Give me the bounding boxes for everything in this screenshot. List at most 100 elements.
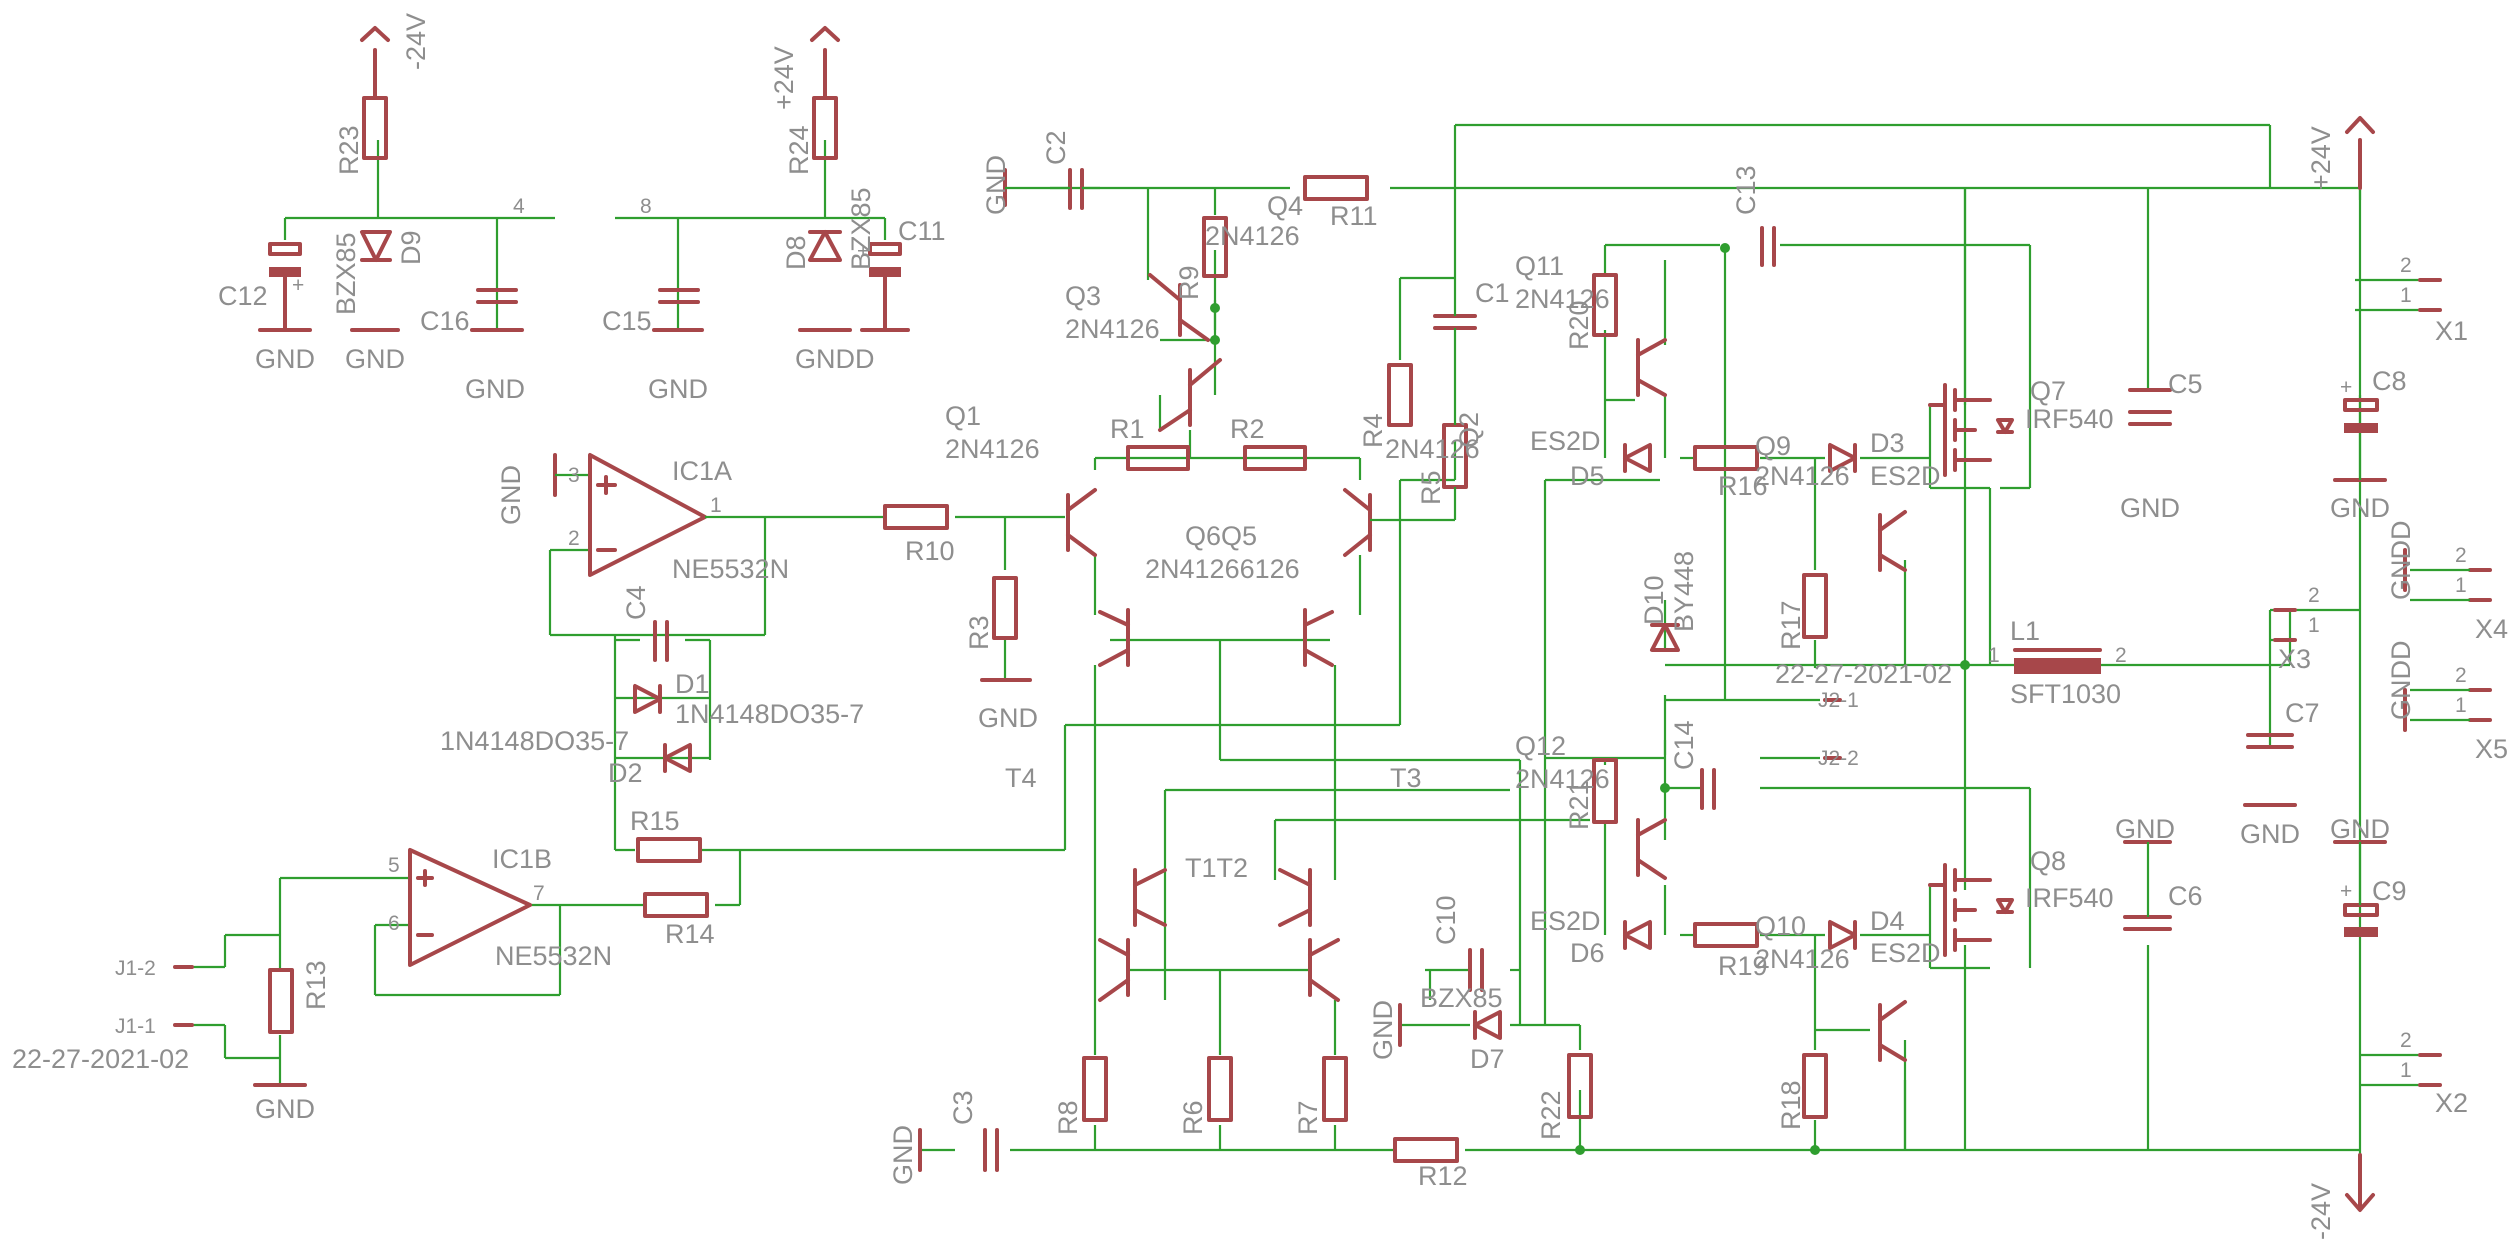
label-c6: C6 [2168, 881, 2203, 911]
label-c4: C4 [621, 585, 651, 620]
label-1n4148-d1: 1N4148DO35-7 [675, 699, 864, 729]
label-q11: Q11 [1515, 251, 1564, 281]
transistor-icon [1098, 608, 1130, 667]
inductor-icon [2014, 658, 2101, 674]
label-q3: Q3 [1065, 281, 1101, 311]
label-q1: Q1 [945, 401, 981, 431]
label-r1: R1 [1110, 414, 1145, 444]
label-ic1a: IC1A [672, 456, 732, 486]
label-d8: D8 [781, 235, 811, 270]
label-d1: D1 [675, 669, 710, 699]
label-l1: L1 [2010, 616, 2040, 646]
label-bzx85-d8: BZX85 [846, 187, 876, 270]
label-q10: Q10 [1755, 911, 1806, 941]
label-gnd-c6: GND [2115, 814, 2175, 844]
opamp-icon [408, 848, 532, 967]
opamp-icon [588, 453, 707, 577]
label-2n4126-q4: 2N4126 [1205, 221, 1300, 251]
label-bzx85-d7: BZX85 [1420, 983, 1503, 1013]
label-es2d-d6: ES2D [1530, 906, 1601, 936]
label-r22: R22 [1536, 1090, 1566, 1140]
capacitor-icon [268, 242, 302, 256]
label-x3-pin-1: 1 [2308, 614, 2320, 637]
label-date-r17: 22-27-2021-02 [1775, 659, 1952, 689]
label-t3: T3 [1390, 763, 1422, 793]
label-plus-c11: + [857, 240, 869, 263]
label-x2-pin-1: 1 [2400, 1059, 2412, 1082]
label-2n4126-q2: 2N4126 [1385, 434, 1480, 464]
supply-arrow-icon [810, 26, 840, 92]
label-q2: Q2 [1454, 412, 1484, 448]
label-j2-2: J2-2 [1818, 747, 1859, 770]
label-q8: Q8 [2030, 846, 2066, 876]
label-j2-1: J2-1 [1818, 689, 1859, 712]
label-neg24-bottom: -24V [2306, 1183, 2336, 1240]
label-pin-2: 2 [568, 527, 580, 550]
label-x2: X2 [2435, 1088, 2468, 1118]
label-es2d-d3: ES2D [1870, 461, 1941, 491]
label-r4: R4 [1358, 413, 1388, 448]
label-r8: R8 [1053, 1100, 1083, 1135]
label-c5: C5 [2168, 369, 2203, 399]
label-q7: Q7 [2030, 376, 2066, 406]
label-pin-7: 7 [533, 882, 545, 905]
label-r11: R11 [1330, 201, 1378, 231]
label-gnd-c2: GND [981, 155, 1011, 215]
transistor-icon [1636, 818, 1667, 880]
label-x4: X4 [2475, 614, 2508, 644]
label-pos24-right: +24V [2306, 126, 2336, 190]
label-c13: C13 [1731, 165, 1761, 215]
label-ne5532n-a: NE5532N [672, 554, 789, 584]
label-plus-c8: + [2340, 376, 2352, 399]
mosfet-icon [1928, 383, 1992, 477]
label-t1t2: T1T2 [1185, 853, 1248, 883]
label-r12: R12 [1418, 1161, 1468, 1191]
diode-icon [808, 230, 842, 262]
junctions [1210, 243, 1970, 1155]
label-r7: R7 [1293, 1100, 1323, 1135]
label-gnd-c3: GND [888, 1125, 918, 1185]
label-x4-pin-2: 2 [2455, 544, 2467, 567]
label-bzx85-d9: BZX85 [331, 232, 361, 315]
label-pin-l1-1: 1 [1988, 644, 2000, 667]
label-r13: R13 [301, 960, 331, 1010]
label-q12: Q12 [1515, 731, 1566, 761]
label-pin-5: 5 [388, 854, 400, 877]
label-pin-3: 3 [568, 464, 580, 487]
label-gnd-r13: GND [255, 1094, 315, 1124]
label-x2-pin-2: 2 [2400, 1029, 2412, 1052]
label-r9: R9 [1174, 265, 1204, 300]
label-c9: C9 [2372, 876, 2407, 906]
label-gnd-c7: GND [2240, 819, 2300, 849]
label-r23: R23 [334, 125, 364, 175]
label-c11: C11 [898, 216, 946, 246]
label-2n4126-q10: 2N4126 [1755, 944, 1850, 974]
label-d5: D5 [1570, 461, 1605, 491]
diode-icon [1828, 443, 1857, 473]
label-pin-4: 4 [513, 195, 525, 218]
label-x4-pin-1: 1 [2455, 574, 2467, 597]
transistor-icon [1878, 510, 1907, 572]
diode-icon [1650, 623, 1680, 652]
label-r19: R19 [1718, 951, 1768, 981]
label-ne5532n-b: NE5532N [495, 941, 612, 971]
label-gnd-c16: GND [465, 374, 525, 404]
label-2n4126-q12: 2N4126 [1515, 764, 1610, 794]
label-c1: C1 [1475, 278, 1510, 308]
label-pin-8: 8 [640, 195, 652, 218]
label-c3: C3 [948, 1090, 978, 1125]
label-ic1b: IC1B [492, 844, 552, 874]
label-j1-2: J1-2 [115, 957, 156, 980]
label-r14: R14 [665, 919, 715, 949]
label-gnd-x5: GNDD [2386, 641, 2416, 721]
label-q6q5: Q6Q5 [1185, 521, 1257, 551]
label-gnd-c12: GND [255, 344, 315, 374]
label-2n4126-q1: 2N4126 [945, 434, 1040, 464]
label-r16: R16 [1718, 471, 1768, 501]
label-r15: R15 [630, 806, 680, 836]
label-pin-1: 1 [710, 494, 722, 517]
label-r24: R24 [784, 125, 814, 175]
label-c12: C12 [218, 281, 268, 311]
label-x5-pin-2: 2 [2455, 664, 2467, 687]
label-gnd-ic1a: GND [496, 465, 526, 525]
